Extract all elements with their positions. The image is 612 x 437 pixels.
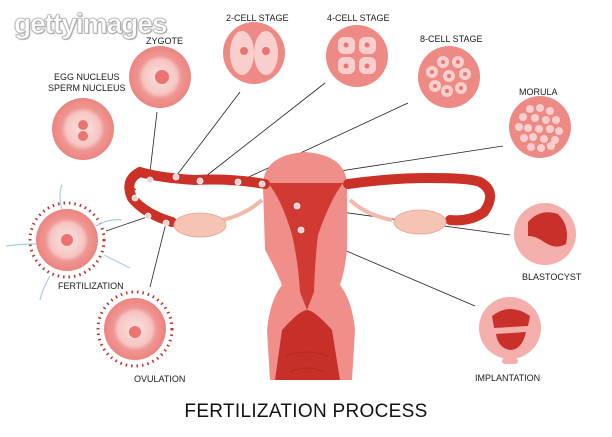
label-blastocyst: BLASTOCYST xyxy=(522,272,582,282)
label-4-cell-stage: 4-CELL STAGE xyxy=(327,13,390,23)
label-8-cell-stage: 8-CELL STAGE xyxy=(420,34,483,44)
morula-cell xyxy=(509,96,571,158)
ovaries xyxy=(173,198,447,238)
zygote-cell xyxy=(129,46,191,108)
tube-egg-markers xyxy=(131,173,305,234)
label-ovulation: OVULATION xyxy=(134,374,186,384)
two-cell-stage xyxy=(223,22,285,84)
ovulation-cell xyxy=(96,290,174,368)
label-fertilization: FERTILIZATION xyxy=(58,281,124,291)
eight-cell-stage xyxy=(418,46,480,108)
implantation-cell xyxy=(479,297,541,364)
label-egg-sperm-nucleus: EGG NUCLEUS SPERM NUCLEUS xyxy=(48,72,126,93)
label-morula: MORULA xyxy=(519,87,558,97)
sperm-icons xyxy=(5,184,131,301)
blastocyst-cell xyxy=(514,203,576,265)
egg-sperm-nucleus-cell xyxy=(52,98,114,160)
diagram-title: FERTILIZATION PROCESS xyxy=(184,401,428,422)
four-cell-stage xyxy=(326,25,388,87)
fertilization-cell xyxy=(5,184,131,301)
uterus xyxy=(263,152,355,380)
label-2-cell-stage: 2-CELL STAGE xyxy=(226,13,289,23)
watermark: gettyimages xyxy=(14,8,168,40)
label-implantation: IMPLANTATION xyxy=(475,373,541,383)
fallopian-tubes xyxy=(124,166,495,227)
label-zygote: ZYGOTE xyxy=(146,36,184,46)
